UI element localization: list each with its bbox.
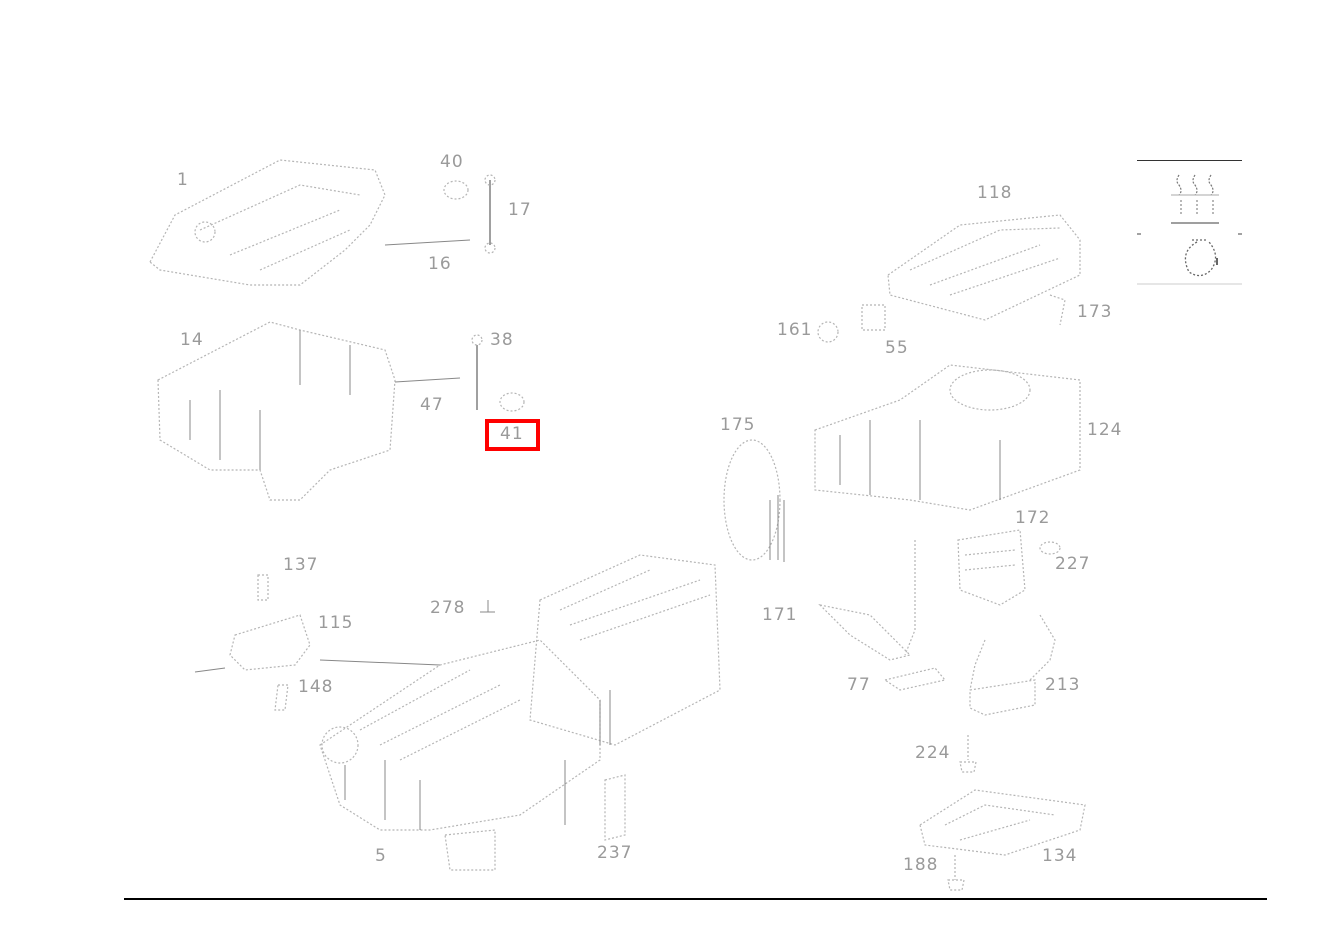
callout-17[interactable]: 17: [508, 200, 532, 220]
callout-137[interactable]: 137: [283, 555, 319, 575]
callout-41[interactable]: 41: [500, 424, 524, 444]
part-cover-1: [149, 159, 471, 286]
hot-surface-icon: [1171, 174, 1219, 224]
part-cover-175: [723, 439, 785, 562]
callout-224[interactable]: 224: [915, 743, 951, 763]
callout-55[interactable]: 55: [885, 338, 909, 358]
part-housing-14: [157, 321, 461, 501]
callout-118[interactable]: 118: [977, 183, 1013, 203]
callout-237[interactable]: 237: [597, 843, 633, 863]
part-pan-134: [919, 789, 1086, 891]
part-engine-main: [319, 554, 721, 871]
callout-161[interactable]: 161: [777, 320, 813, 340]
callout-40[interactable]: 40: [440, 152, 464, 172]
part-cover-118: [887, 214, 1081, 326]
callout-14[interactable]: 14: [180, 330, 204, 350]
callout-38[interactable]: 38: [490, 330, 514, 350]
callout-115[interactable]: 115: [318, 613, 354, 633]
legend-panel: [1137, 160, 1242, 286]
callout-227[interactable]: 227: [1055, 554, 1091, 574]
callout-124[interactable]: 124: [1087, 420, 1123, 440]
callout-213[interactable]: 213: [1045, 675, 1081, 695]
callout-188[interactable]: 188: [903, 855, 939, 875]
highlight-box: [485, 419, 540, 451]
bottom-rule: [124, 898, 1267, 900]
callout-173[interactable]: 173: [1077, 302, 1113, 322]
callout-77[interactable]: 77: [847, 675, 871, 695]
callout-134[interactable]: 134: [1042, 846, 1078, 866]
callout-278[interactable]: 278: [430, 598, 466, 618]
callout-171[interactable]: 171: [762, 605, 798, 625]
callout-175[interactable]: 175: [720, 415, 756, 435]
part-block-124: [814, 364, 1081, 511]
callout-1[interactable]: 1: [177, 170, 189, 190]
callout-47[interactable]: 47: [420, 395, 444, 415]
callout-5[interactable]: 5: [375, 846, 387, 866]
callout-16[interactable]: 16: [428, 254, 452, 274]
callout-172[interactable]: 172: [1015, 508, 1051, 528]
callout-148[interactable]: 148: [298, 677, 334, 697]
engine-part-icon: [1137, 233, 1242, 277]
part-valve-172: [957, 529, 1061, 606]
